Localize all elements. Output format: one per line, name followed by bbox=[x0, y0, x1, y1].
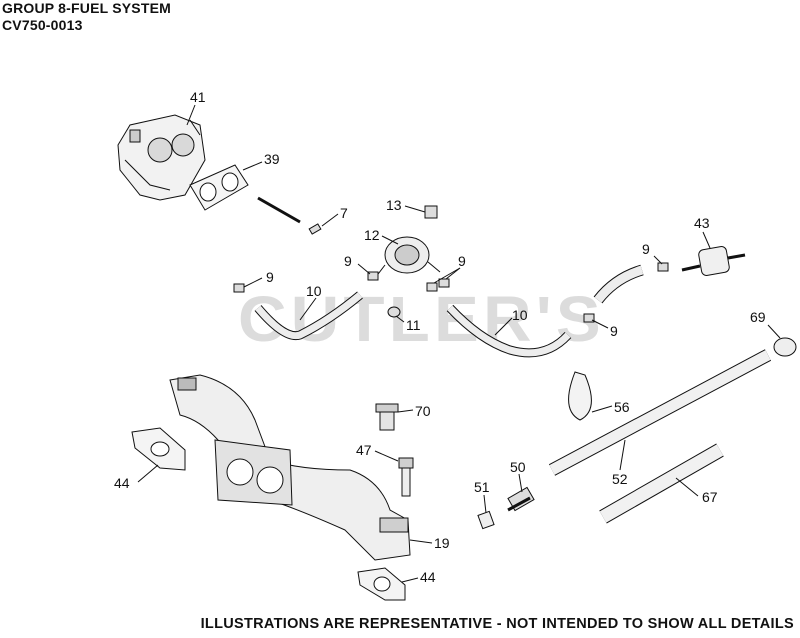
callout-39: 39 bbox=[264, 151, 280, 167]
callout-9a: 9 bbox=[642, 241, 650, 257]
fitting-part bbox=[308, 223, 322, 235]
tube-part bbox=[599, 443, 724, 524]
cable-tie-part bbox=[568, 371, 592, 421]
callout-10a: 10 bbox=[306, 283, 322, 299]
leader-line bbox=[186, 104, 196, 126]
callout-51: 51 bbox=[474, 479, 490, 495]
intake-manifold-part bbox=[169, 374, 411, 561]
shutoff-valve-part bbox=[507, 486, 535, 512]
hose-clamp-part bbox=[583, 313, 595, 323]
callout-67: 67 bbox=[702, 489, 718, 505]
callout-11: 11 bbox=[406, 317, 421, 333]
hose-clamp-part bbox=[438, 278, 450, 288]
callout-9b: 9 bbox=[266, 269, 274, 285]
callout-69: 69 bbox=[750, 309, 766, 325]
callout-56: 56 bbox=[614, 399, 630, 415]
callout-47: 47 bbox=[356, 442, 372, 458]
callout-70: 70 bbox=[415, 403, 431, 419]
callout-50: 50 bbox=[510, 459, 526, 475]
hose-clamp-part bbox=[233, 283, 245, 293]
fuel-filter-part bbox=[681, 246, 746, 276]
manifold-gasket-part bbox=[357, 567, 406, 601]
callout-52: 52 bbox=[612, 471, 628, 487]
callout-10b: 10 bbox=[512, 307, 528, 323]
callout-12: 12 bbox=[364, 227, 380, 243]
hose-clamp-part bbox=[426, 282, 438, 292]
model-code: CV750-0013 bbox=[2, 17, 83, 33]
stud-part bbox=[257, 196, 301, 224]
callout-19: 19 bbox=[434, 535, 450, 551]
callout-13: 13 bbox=[386, 197, 402, 213]
callout-41: 41 bbox=[190, 89, 206, 105]
hose-clamp-part bbox=[657, 262, 669, 272]
pipe-part bbox=[477, 510, 495, 530]
clip-part bbox=[424, 205, 438, 219]
manifold-gasket-part bbox=[131, 427, 186, 471]
hose-clamp-large-part bbox=[773, 337, 797, 357]
callout-43: 43 bbox=[694, 215, 710, 231]
plug-part bbox=[387, 306, 401, 318]
callout-9d: 9 bbox=[458, 253, 466, 269]
bolt-part bbox=[398, 457, 414, 497]
carburetor-gasket-part bbox=[189, 164, 249, 211]
callout-44a: 44 bbox=[114, 475, 130, 491]
callout-44b: 44 bbox=[420, 569, 436, 585]
carburetor-part bbox=[117, 114, 206, 201]
fuel-pump-part bbox=[374, 236, 441, 279]
watermark-logo: CUTLER'S bbox=[238, 283, 605, 355]
callout-9c: 9 bbox=[344, 253, 352, 269]
hose-clamp-part bbox=[367, 271, 379, 281]
fitting-elbow-part bbox=[375, 403, 399, 431]
group-title: GROUP 8-FUEL SYSTEM bbox=[2, 0, 171, 16]
fuel-line-tube-part bbox=[548, 349, 772, 476]
callout-7: 7 bbox=[340, 205, 348, 221]
callout-9e: 9 bbox=[610, 323, 618, 339]
footer-text: ILLUSTRATIONS ARE REPRESENTATIVE - NOT I… bbox=[200, 616, 794, 632]
